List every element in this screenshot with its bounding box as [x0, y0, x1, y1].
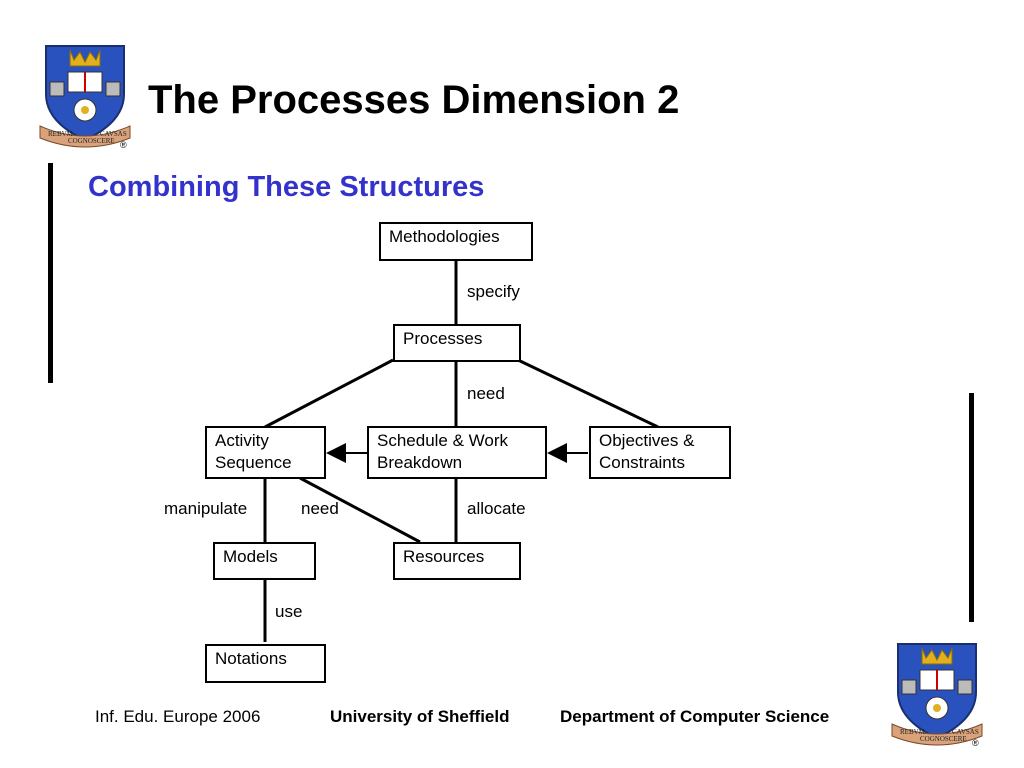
node-resources: Resources [393, 542, 521, 580]
node-activity-sequence: Activity Sequence [205, 426, 326, 479]
edge-label-need-top: need [467, 384, 505, 403]
svg-text:REBVM: REBVM [900, 728, 926, 736]
edge-label-use: use [275, 602, 303, 621]
university-crest-logo: REBVM COGNOSCERE CAVSAS ® [39, 45, 131, 150]
svg-text:REBVM: REBVM [48, 130, 74, 138]
svg-text:COGNOSCERE: COGNOSCERE [920, 735, 967, 743]
edge-label-manipulate: manipulate [164, 499, 248, 518]
edge-processes-activity [264, 358, 394, 429]
slide-subtitle: Combining These Structures [88, 171, 485, 203]
footer-department: Department of Computer Science [560, 707, 830, 726]
edge-label-allocate: allocate [467, 499, 526, 518]
edge-activity-resources [299, 476, 421, 544]
slide-title: The Processes Dimension 2 [148, 78, 680, 122]
edge-label-need-mid: need [301, 499, 339, 518]
right-accent-bar [969, 393, 974, 622]
svg-text:CAVSAS: CAVSAS [952, 728, 979, 736]
node-methodologies: Methodologies [379, 222, 533, 261]
svg-text:®: ® [120, 140, 127, 150]
university-crest-logo-footer: REBVM COGNOSCERE CAVSAS ® [891, 643, 983, 748]
node-notations: Notations [205, 644, 326, 683]
edge-processes-objectives [517, 358, 659, 429]
node-models: Models [213, 542, 316, 580]
edge-label-specify: specify [467, 282, 520, 301]
svg-text:COGNOSCERE: COGNOSCERE [68, 137, 115, 145]
svg-text:®: ® [972, 738, 979, 748]
left-accent-bar [48, 163, 53, 383]
node-objectives-constraints: Objectives & Constraints [589, 426, 731, 479]
svg-text:CAVSAS: CAVSAS [100, 130, 127, 138]
node-schedule-work-breakdown: Schedule & Work Breakdown [367, 426, 547, 479]
node-processes: Processes [393, 324, 521, 362]
footer-conference: Inf. Edu. Europe 2006 [95, 707, 261, 726]
footer-university: University of Sheffield [330, 707, 510, 726]
